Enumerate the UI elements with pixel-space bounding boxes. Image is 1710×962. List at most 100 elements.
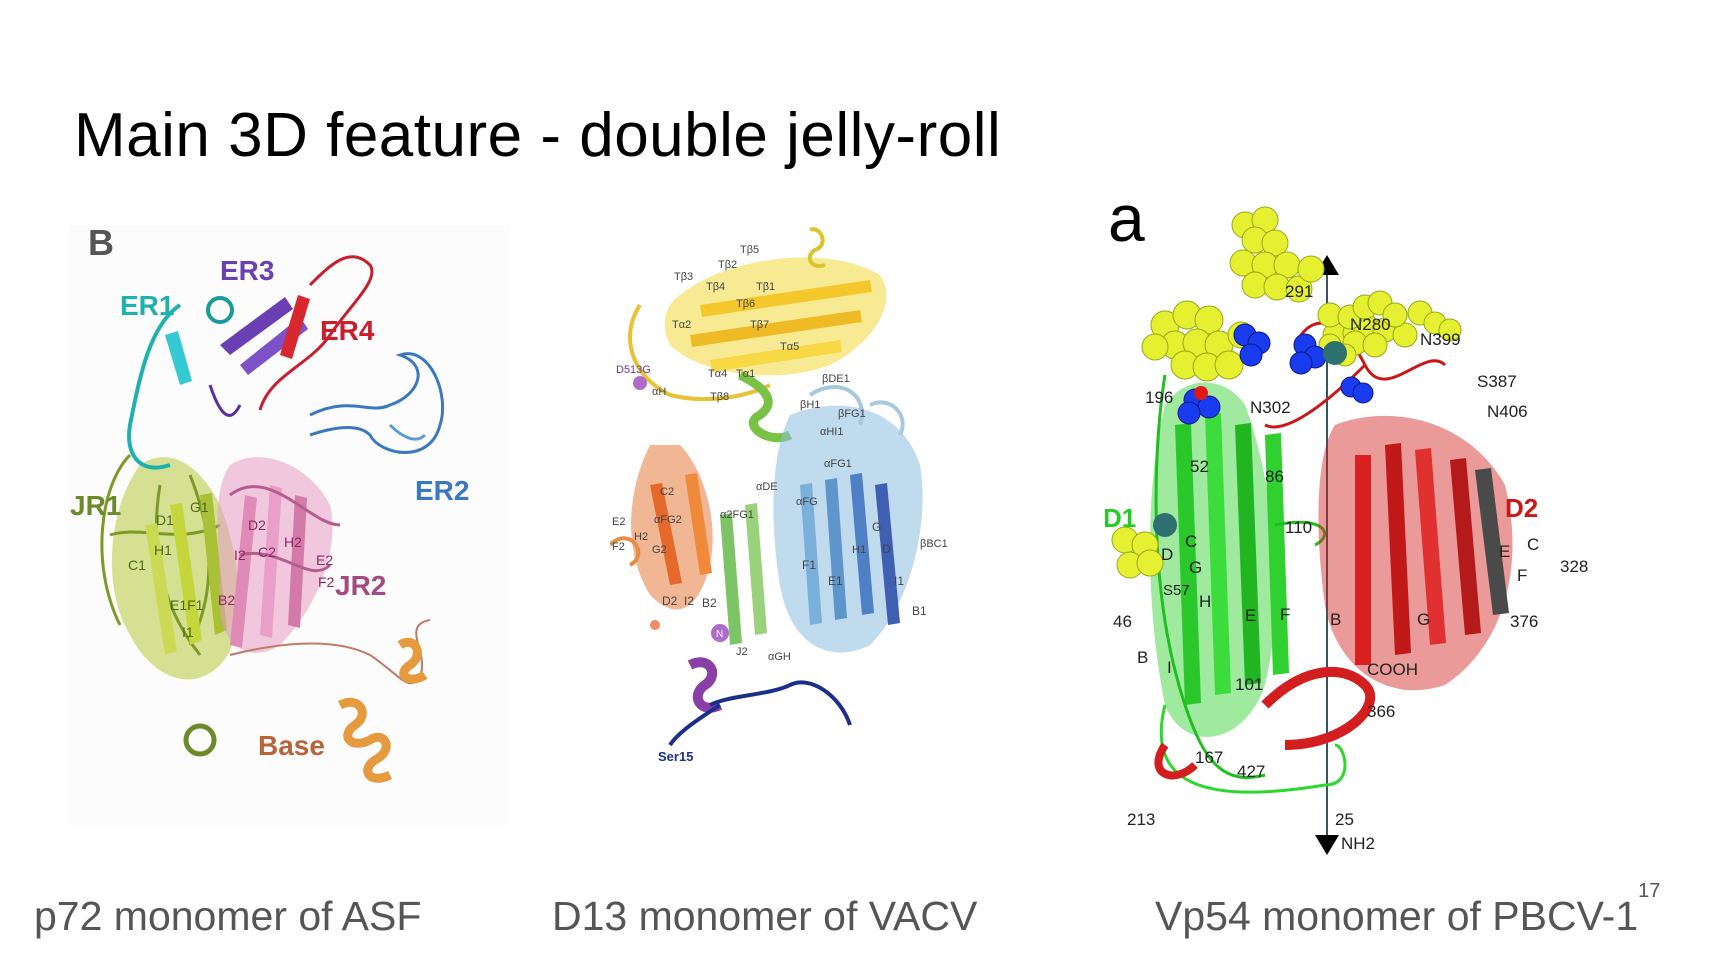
label-bde: βDE1 — [822, 373, 850, 385]
label-tb4: Tβ4 — [706, 281, 725, 293]
label-strand-b2: B — [1330, 610, 1341, 629]
caption-d13: D13 monomer of VACV — [552, 893, 977, 940]
label-er2: ER2 — [415, 475, 469, 506]
label-strand-e: E — [1245, 606, 1256, 625]
label-d513g: D513G — [616, 364, 651, 376]
d13-ribbon-diagram: Tβ5 Tβ2 Tβ3 Tβ4 Tβ1 Tβ6 Tα2 Tβ7 Tα5 D513… — [608, 227, 948, 764]
label-n302: N302 — [1250, 398, 1291, 417]
label-e2: E2 — [612, 516, 625, 528]
label-bbc: βBC1 — [920, 538, 948, 550]
label-328: 328 — [1560, 557, 1588, 576]
label-er4: ER4 — [320, 315, 375, 346]
label-n280: N280 — [1350, 315, 1391, 334]
label-strand-d: D — [1161, 545, 1173, 564]
label-tb5: Tβ5 — [740, 244, 759, 256]
label-strand-g: G — [1189, 558, 1202, 577]
label-f1: F1 — [802, 558, 816, 572]
label-196: 196 — [1145, 388, 1173, 407]
label-i2: I2 — [684, 594, 694, 608]
label-d2: D2 — [662, 594, 678, 608]
panel-letter-a-display: a — [1108, 181, 1145, 255]
label-h2: H2 — [634, 531, 648, 543]
label-f2: F2 — [612, 541, 625, 553]
label-c2: C2 — [258, 544, 276, 560]
label-86: 86 — [1265, 467, 1284, 486]
label-strand-c: C — [1185, 532, 1197, 551]
label-213: 213 — [1127, 810, 1155, 829]
label-b1: B1 — [912, 604, 927, 618]
label-tb6: Tβ6 — [736, 298, 755, 310]
label-376: 376 — [1510, 612, 1538, 631]
label-g1: G1 — [190, 499, 209, 515]
slide-title: Main 3D feature - double jelly-roll — [74, 101, 1002, 170]
caption-vp54: Vp54 monomer of PBCV-117 — [1155, 880, 1660, 940]
label-25: 25 — [1335, 810, 1354, 829]
label-strand-c2: C — [1527, 535, 1539, 554]
label-nh2: NH2 — [1341, 834, 1375, 853]
label-291: 291 — [1285, 282, 1313, 301]
label-427: 427 — [1237, 762, 1265, 781]
label-ahi: αHI1 — [820, 426, 843, 438]
label-h1: H1 — [852, 544, 866, 556]
label-g: G — [872, 520, 881, 534]
label-jr1: JR1 — [70, 490, 121, 521]
label-er3: ER3 — [220, 255, 274, 286]
label-e1f1: E1F1 — [170, 597, 204, 613]
label-tb7: Tβ7 — [750, 319, 769, 331]
caption-vp54-text: Vp54 monomer of PBCV-1 — [1155, 893, 1639, 939]
label-c1: C1 — [128, 557, 146, 573]
label-n399: N399 — [1420, 330, 1461, 349]
label-ta2: Tα2 — [672, 319, 691, 331]
p72-ribbon-diagram: B ER1 ER3 ER4 ER2 JR1 JR2 Base D1 G1 H1 … — [70, 222, 510, 825]
label-110: 110 — [1285, 518, 1312, 537]
label-ta5: Tα5 — [780, 341, 799, 353]
label-bh: βH1 — [800, 399, 820, 411]
label-b2: B2 — [218, 592, 235, 608]
label-bfg: βFG1 — [838, 408, 866, 420]
page-number: 17 — [1638, 880, 1661, 903]
label-52: 52 — [1190, 457, 1209, 476]
label-s57-text: S57 — [1163, 582, 1190, 599]
label-tb8: Tβ8 — [710, 391, 729, 403]
p72-structure-figure: B ER1 ER3 ER4 ER2 JR1 JR2 Base D1 G1 H1 … — [70, 222, 510, 825]
d13-structure-figure: Tβ5 Tβ2 Tβ3 Tβ4 Tβ1 Tβ6 Tα2 Tβ7 Tα5 D513… — [608, 225, 980, 845]
label-46: 46 — [1113, 612, 1132, 631]
label-tb1: Tβ1 — [756, 281, 775, 293]
label-base: Base — [258, 730, 325, 761]
label-i2: I2 — [234, 547, 246, 563]
label-tb2: Tβ2 — [718, 259, 737, 271]
label-ta4: Tα4 — [708, 368, 727, 380]
label-d2: D2 — [1505, 493, 1538, 523]
label-strand-g2: G — [1417, 610, 1430, 629]
label-h2: H2 — [284, 534, 302, 550]
caption-d13-text: D13 monomer of VACV — [552, 893, 978, 939]
label-n406: N406 — [1487, 402, 1528, 421]
label-n: N — [716, 629, 723, 640]
label-strand-f: F — [1280, 605, 1290, 624]
label-afg2: αFG2 — [654, 514, 682, 526]
label-ser15: Ser15 — [658, 749, 693, 764]
label-d: D — [882, 542, 891, 556]
label-jr2: JR2 — [335, 570, 386, 601]
label-tb3: Tβ3 — [674, 271, 693, 283]
label-cooh: COOH — [1367, 660, 1418, 679]
label-afg: αFG — [796, 496, 818, 508]
label-strand-f2: F — [1517, 566, 1527, 585]
label-er1: ER1 — [120, 290, 174, 321]
label-i1: I1 — [182, 624, 194, 640]
label-g2: G2 — [652, 544, 667, 556]
label-ade: αDE — [756, 481, 778, 493]
label-c2: C2 — [660, 486, 674, 498]
vp54-structure-figure: a 291 N280 N399 S387 N406 196 N302 52 86… — [1025, 182, 1700, 865]
panel-letter-b: B — [88, 225, 114, 263]
label-j2: J2 — [736, 646, 748, 658]
label-b2: B2 — [702, 596, 717, 610]
label-f2: F2 — [318, 574, 335, 590]
label-h1: H1 — [154, 542, 172, 558]
label-strand-i: I — [1167, 658, 1172, 677]
label-strand-b: B — [1137, 648, 1148, 667]
label-afg1: αFG1 — [824, 458, 852, 470]
caption-p72: p72 monomer of ASF — [34, 893, 421, 940]
label-d2: D2 — [248, 517, 266, 533]
